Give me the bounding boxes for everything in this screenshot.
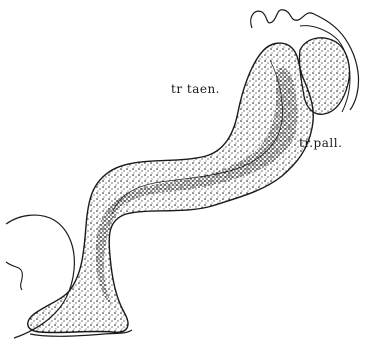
left-squiggle <box>6 262 22 290</box>
label-tr-taen: tr taen. <box>171 82 220 96</box>
label-tr-pall: tr.pall. <box>299 136 342 150</box>
